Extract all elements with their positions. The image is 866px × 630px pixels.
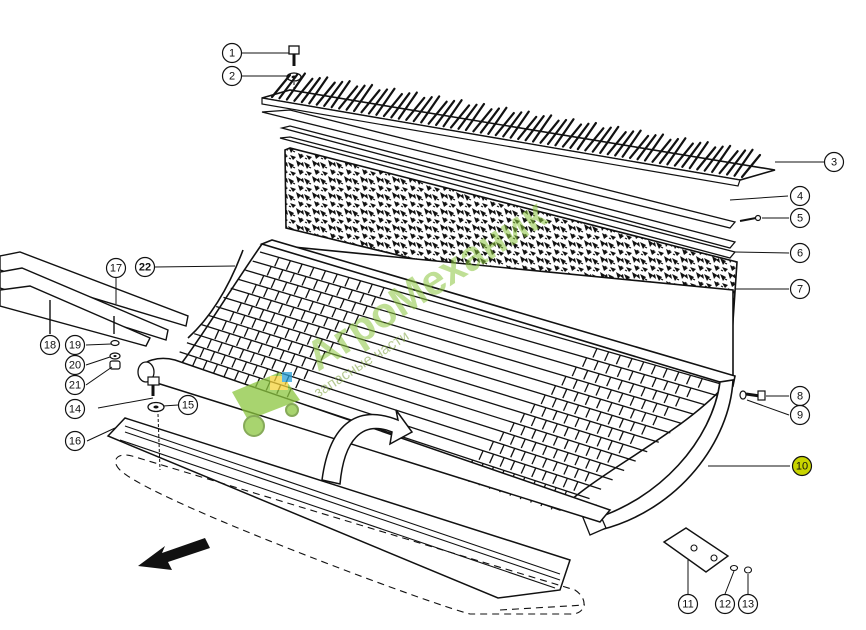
callout-circle	[64, 334, 86, 356]
callout-number: 6	[797, 248, 803, 260]
callout-number: 18	[44, 340, 56, 352]
callout-circle	[714, 593, 736, 615]
callout-circle	[789, 185, 811, 207]
callout-2: 2	[221, 65, 243, 87]
side-bars	[0, 251, 189, 347]
callout-circle	[789, 242, 811, 264]
concave-grate	[164, 239, 736, 536]
rotation-arrow	[321, 409, 414, 485]
callout-number: 8	[797, 391, 803, 403]
callout-circle	[737, 593, 759, 615]
callout-circle	[789, 278, 811, 300]
tractor-logo	[232, 372, 300, 437]
callout-number: 7	[797, 284, 803, 296]
dashed-outline	[115, 454, 586, 615]
callout-circle	[64, 398, 86, 420]
part-22-edge	[187, 249, 244, 339]
callout-17: 17	[105, 257, 127, 279]
callout-number: 13	[742, 599, 754, 611]
callout-9: 9	[789, 404, 811, 426]
callout-number: 20	[69, 360, 81, 372]
callout-3: 3	[823, 151, 845, 173]
callout-circle	[823, 151, 845, 173]
callout-circle	[39, 334, 61, 356]
callout-18: 18	[39, 334, 61, 356]
callout-number: 10	[796, 461, 808, 473]
direction-arrow	[138, 538, 210, 570]
callout-number: 11	[682, 599, 693, 611]
callout-number: 21	[69, 380, 81, 392]
callout-13: 13	[737, 593, 759, 615]
callout-number: 1	[229, 48, 235, 60]
callout-number: 12	[719, 599, 731, 611]
callout-7: 7	[789, 278, 811, 300]
callout-8: 8	[789, 385, 811, 407]
callout-circle	[791, 455, 813, 477]
top-bolt	[288, 45, 300, 66]
callout-1: 1	[221, 42, 243, 64]
callout-5: 5	[789, 207, 811, 229]
callout-number: 14	[69, 404, 81, 416]
callout-11: 11	[677, 593, 699, 615]
callout-circle	[221, 42, 243, 64]
callout-number: 16	[69, 436, 81, 448]
callout-number: 2	[229, 71, 235, 83]
callout-15: 15	[177, 394, 199, 416]
callout-circle	[105, 257, 127, 279]
callout-22: 22	[134, 256, 156, 278]
callout-circle	[134, 256, 156, 278]
bolt-8	[739, 390, 766, 401]
comb-rasp-bar	[261, 72, 776, 187]
bolt-14	[147, 376, 160, 396]
callout-number: 5	[797, 213, 803, 225]
callout-16: 16	[64, 430, 86, 452]
callout-10: 10	[791, 455, 813, 477]
hardware-12-13	[729, 564, 753, 574]
callout-12: 12	[714, 593, 736, 615]
callout-number: 19	[69, 340, 81, 352]
callout-circle	[64, 374, 86, 396]
hardware-19-20-21	[109, 339, 121, 370]
callout-circle	[789, 207, 811, 229]
callout-14: 14	[64, 398, 86, 420]
callout-circle	[177, 394, 199, 416]
callout-number: 3	[831, 157, 837, 169]
callout-number: 15	[182, 400, 194, 412]
callout-21: 21	[64, 374, 86, 396]
strip-4	[261, 109, 737, 229]
callout-20: 20	[64, 354, 86, 376]
screw-5	[739, 214, 762, 222]
callout-circle	[789, 404, 811, 426]
callout-number: 9	[797, 410, 803, 422]
callout-number: 17	[110, 263, 122, 275]
callout-6: 6	[789, 242, 811, 264]
callout-circle	[221, 65, 243, 87]
washer-15	[147, 401, 165, 471]
callout-number: 4	[797, 191, 803, 203]
callout-circle	[64, 354, 86, 376]
leader-lines	[85, 52, 824, 595]
callout-19: 19	[64, 334, 86, 356]
plate-11	[662, 527, 730, 573]
callout-number: 22	[139, 262, 151, 274]
callout-circle	[677, 593, 699, 615]
callout-circle	[64, 430, 86, 452]
callout-4: 4	[789, 185, 811, 207]
